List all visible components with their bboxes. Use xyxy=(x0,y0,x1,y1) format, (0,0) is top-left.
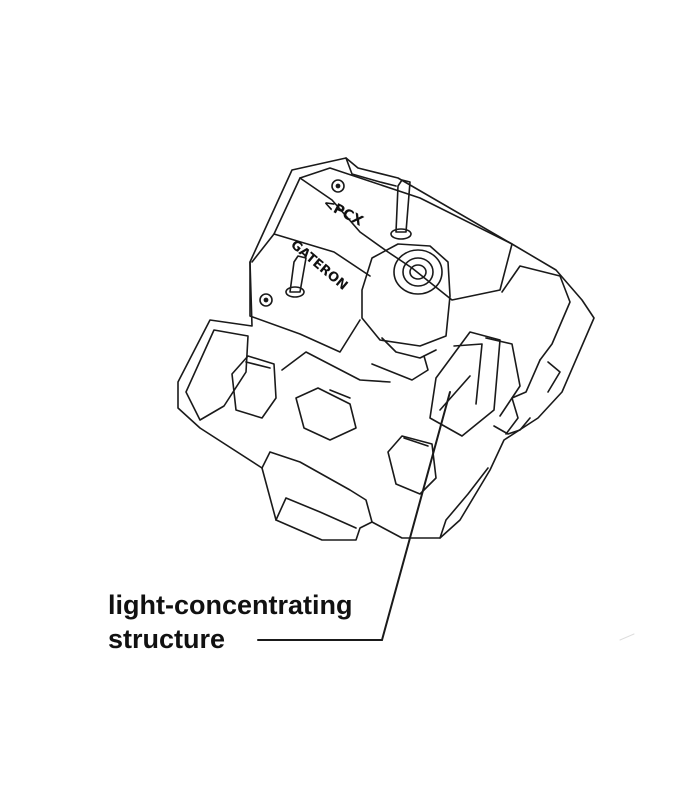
callout-leader xyxy=(257,391,451,641)
housing-clip-right xyxy=(493,265,571,435)
light-concentrating-structure xyxy=(429,331,521,437)
callout-label: light-concentrating structure xyxy=(108,588,353,656)
mounting-hole-left-dot xyxy=(263,297,269,303)
switch-housing-outline xyxy=(177,157,595,541)
front-latch xyxy=(231,351,437,495)
led-light-pipe xyxy=(361,243,451,381)
brand-stamp-text: GATERON xyxy=(287,238,350,294)
top-housing-plate xyxy=(249,157,513,353)
marking-stamp: <PCX xyxy=(320,195,366,229)
switch-pin-top xyxy=(390,179,412,240)
mounting-hole-left xyxy=(259,293,273,307)
callout-label-line1: light-concentrating xyxy=(108,590,353,620)
callout-leader-diagonal xyxy=(381,391,451,641)
switch-pin-left xyxy=(285,255,307,298)
faint-mark xyxy=(619,633,635,641)
brand-stamp: GATERON xyxy=(287,238,350,294)
mounting-hole-top-dot xyxy=(335,183,341,189)
callout-label-line2: structure xyxy=(108,624,226,654)
marking-stamp-text: <PCX xyxy=(320,195,366,229)
mounting-hole-top xyxy=(331,179,345,193)
